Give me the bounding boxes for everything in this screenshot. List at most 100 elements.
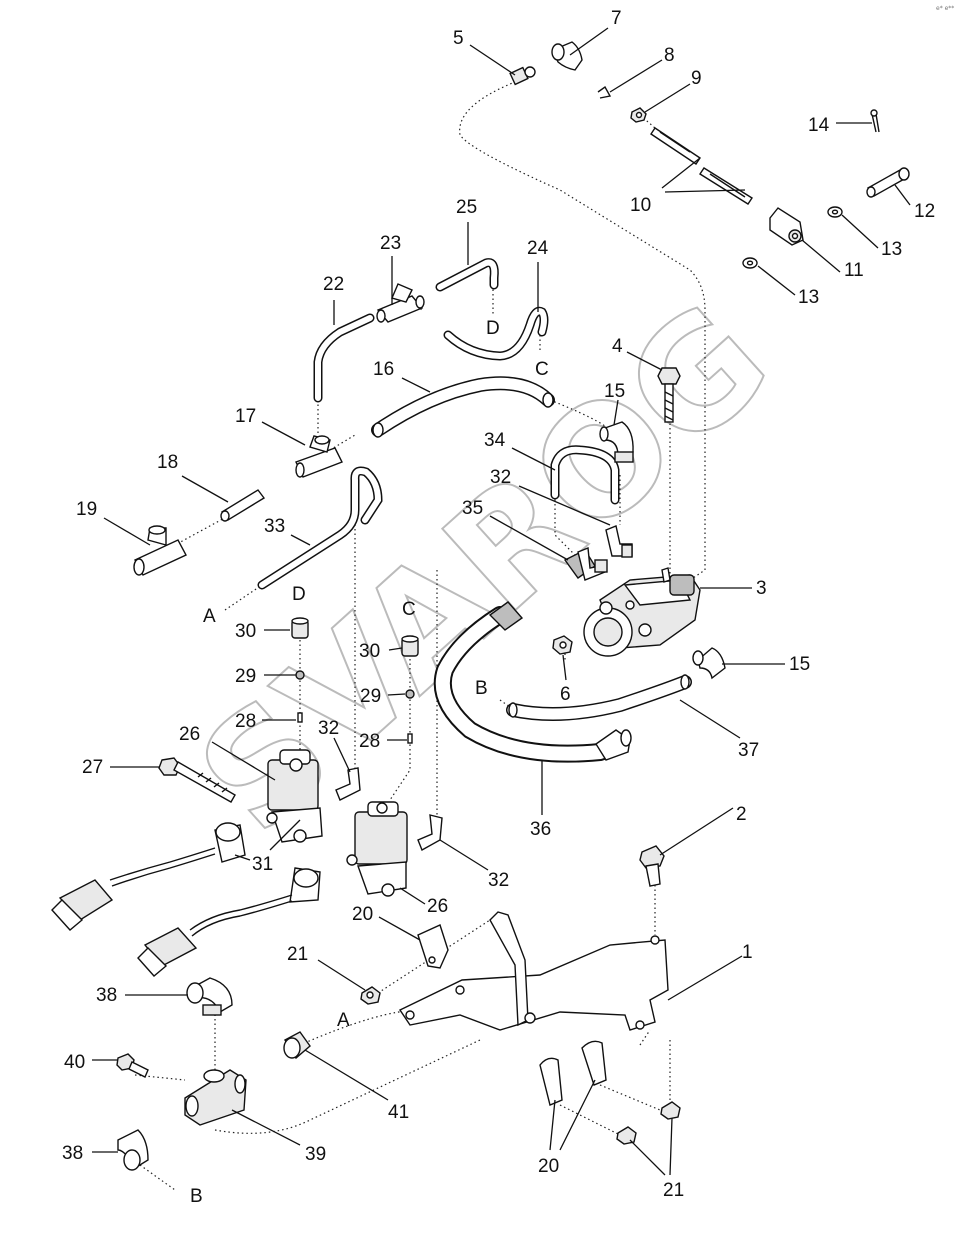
part-pin-12: [866, 167, 910, 198]
callout-28b: 28: [359, 731, 380, 752]
part-bolt-4: [657, 367, 681, 423]
callout-8: 8: [664, 45, 675, 66]
part-solenoid-valve-26b: [346, 801, 408, 897]
callout-21a: 21: [287, 944, 308, 965]
callout-17: 17: [235, 406, 256, 427]
part-tube-34: [550, 445, 620, 505]
part-elbow-32a: [605, 525, 633, 558]
part-clamp-20b: [539, 1040, 607, 1106]
callout-10: 10: [630, 195, 651, 216]
part-screw-21b: [616, 1101, 681, 1145]
part-nut-6: [552, 635, 573, 655]
part-bolt-2: [639, 845, 665, 887]
part-tube-24: [443, 306, 549, 361]
callout-21b: 21: [663, 1180, 684, 1201]
part-tube-33: [257, 466, 383, 590]
part-bolt-40: [116, 1053, 149, 1078]
callout-1: 1: [742, 942, 753, 963]
callout-29a: 29: [235, 666, 256, 687]
part-screw-5: [509, 66, 536, 86]
callout-37: 37: [738, 740, 759, 761]
part-solenoid-valve-26a: [266, 749, 323, 843]
part-tube-25: [435, 258, 499, 292]
leader-lines: [92, 27, 911, 1176]
callout-32c: 32: [488, 870, 509, 891]
part-hose-36: [433, 601, 632, 763]
connection-letters: D C A D C B A B: [190, 318, 549, 1207]
connection-letter-d1: D: [486, 318, 500, 339]
connection-letter-a2: A: [337, 1010, 350, 1031]
callout-25: 25: [456, 197, 477, 218]
callout-12: 12: [914, 201, 935, 222]
callout-9: 9: [691, 68, 702, 89]
callout-4: 4: [612, 336, 623, 357]
callout-20b: 20: [538, 1156, 559, 1177]
part-plug-29a: [295, 670, 305, 680]
callout-18: 18: [157, 452, 178, 473]
connection-letter-d2: D: [292, 584, 306, 605]
part-ring-28a: [297, 712, 303, 723]
callout-24: 24: [527, 238, 549, 259]
part-plug-41: [283, 1031, 311, 1060]
callout-38a: 38: [96, 985, 117, 1006]
corner-mark: e* e**: [936, 5, 954, 12]
callout-32b: 32: [318, 718, 339, 739]
callout-16: 16: [373, 359, 394, 380]
callout-38b: 38: [62, 1143, 83, 1164]
part-ring-28b: [407, 733, 413, 744]
callout-27: 27: [82, 757, 103, 778]
part-washer-13a: [827, 206, 843, 218]
part-elbow-32c: [417, 814, 443, 851]
part-hose-end-7: [551, 41, 583, 71]
part-tee-23: [376, 283, 425, 323]
callout-14: 14: [808, 115, 830, 136]
part-elbow-32b: [335, 767, 361, 801]
callout-6: 6: [560, 684, 571, 705]
watermark-text: SVAROG: [168, 272, 802, 867]
part-elbow-15b: [692, 647, 726, 680]
part-plug-29b: [405, 689, 415, 699]
part-cotter-pin-14: [870, 109, 880, 133]
callout-20a: 20: [352, 904, 373, 925]
part-elbow-15a: [599, 421, 634, 463]
connection-letter-c2: C: [402, 599, 416, 620]
callout-13a: 13: [881, 239, 902, 260]
part-nut-9: [630, 107, 647, 123]
connection-letter-b2: B: [190, 1186, 203, 1207]
callout-32a: 32: [490, 467, 511, 488]
part-elbow-38a: [186, 977, 233, 1016]
part-rod-end-11: [769, 207, 804, 246]
part-clip-8: [597, 85, 612, 99]
part-connector-18: [220, 489, 266, 522]
callout-26b: 26: [427, 896, 448, 917]
callout-40: 40: [64, 1052, 85, 1073]
callout-2: 2: [736, 804, 747, 825]
part-hose-37: [506, 674, 692, 721]
callout-15b: 15: [789, 654, 810, 675]
part-wiring-harness-31: [51, 822, 321, 977]
callout-41: 41: [388, 1102, 409, 1123]
part-washer-13b: [742, 257, 758, 269]
part-bracket-1: [398, 911, 669, 1031]
part-valve-block-39: [184, 1069, 247, 1126]
callout-35: 35: [462, 498, 483, 519]
part-bolt-27: [158, 757, 236, 803]
connection-letter-a1: A: [203, 606, 216, 627]
callout-33: 33: [264, 516, 285, 537]
part-hose-16: [371, 376, 555, 438]
part-tube-22: [313, 313, 375, 403]
callout-26a: 26: [179, 724, 200, 745]
part-tee-19: [133, 525, 187, 576]
callout-13b: 13: [798, 287, 819, 308]
callout-31: 31: [252, 854, 273, 875]
callout-23: 23: [380, 233, 401, 254]
part-rod-10: [650, 127, 753, 205]
callout-28a: 28: [235, 711, 256, 732]
callout-3: 3: [756, 578, 767, 599]
callout-7: 7: [611, 8, 622, 29]
part-tee-17: [295, 435, 343, 478]
callout-15a: 15: [604, 381, 625, 402]
connection-letter-b1: B: [475, 678, 488, 699]
callout-19: 19: [76, 499, 97, 520]
